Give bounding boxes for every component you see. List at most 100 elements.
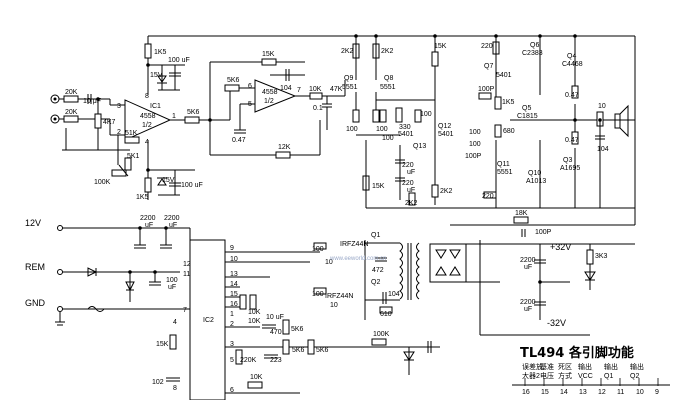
label-q7-part: 5401 (496, 72, 512, 79)
pinout-label: 误差放 (522, 362, 543, 371)
pinout-pin: 16 (522, 389, 530, 396)
ic1-triangle (124, 99, 172, 141)
pinout-label: 死区 (558, 363, 572, 371)
label-c2200-c: 2200 (520, 257, 536, 264)
label-100-c: 100 (382, 135, 394, 142)
label-q9-part: 5551 (342, 84, 358, 91)
label-5k6-b: 5K6 (292, 347, 305, 354)
label-c-top: 100 uF (168, 57, 190, 64)
label-100-h: 100 (312, 291, 324, 298)
label-2k2-a: 2K2 (341, 48, 354, 55)
label-q8-part: 5551 (380, 84, 396, 91)
label-c472: 472 (372, 267, 384, 274)
label-r-in1: 20K (65, 89, 78, 96)
label-c2200-b: 2200 (164, 215, 180, 222)
ic1-pin4: 4 (145, 139, 149, 146)
resistor-15k-top (431, 51, 439, 67)
label-c2200-a-unit: uF (145, 222, 153, 229)
label-1k5-top: 1K5 (154, 49, 167, 56)
ic1-top-parts: 1K5 100 uF 15V (144, 43, 190, 91)
label-3k3: 3K3 (595, 253, 608, 260)
label-2k2-c: 2K2 (405, 200, 418, 207)
pinout-label: 基准 (540, 362, 554, 371)
label-q10-part: A1013 (526, 178, 546, 185)
pinout-label: Q2 (630, 373, 639, 380)
resistor-100-a (352, 109, 360, 123)
transformer-primary (399, 242, 403, 300)
label-047-a: 0.47 (565, 92, 579, 99)
label-c102: 102 (152, 379, 164, 386)
label-q4-part: C4468 (562, 61, 583, 68)
label-minus32: -32V (547, 318, 566, 328)
ic-b-part: 4558 (262, 89, 278, 96)
resistor-1k5-top (144, 43, 152, 59)
ic-b-opamp: 15K 104 4558 1/2 6 5 7 5K6 0.47 12K 10K … (209, 51, 345, 159)
resistor-5k6-c (307, 339, 315, 355)
terminal-rem[interactable] (57, 269, 63, 275)
label-10-a: 10 (325, 259, 333, 266)
ic2-pin6: 6 (230, 387, 234, 394)
resistor-2k2-c (408, 192, 416, 206)
label-q8: Q8 (384, 75, 393, 82)
label-c047: 0.47 (232, 137, 246, 144)
label-z-top: 15V (150, 72, 163, 79)
label-fb-100p: 100P (535, 229, 552, 236)
resistor-51k (124, 136, 140, 144)
label-5k6-in: 5K6 (227, 77, 240, 84)
label-c104: 104 (280, 85, 292, 92)
rectifier-bridge (429, 243, 467, 283)
ic2-pwm: IC2 9 10 13 14 15 16 1 2 3 5 6 4 8 15K 1… (152, 239, 440, 400)
resistor-2k2-d (431, 184, 439, 198)
label-220k: 220K (240, 357, 257, 364)
label-610: 610 (380, 311, 392, 318)
label-100-f: 100 (469, 141, 481, 148)
label-q11-part: 5551 (497, 169, 513, 176)
pinout-pin: 14 (560, 389, 568, 396)
label-5k1: 5K1 (127, 153, 140, 160)
pinout-label: VCC (578, 373, 593, 380)
resistor-100-g (313, 242, 327, 250)
fuse-gnd (87, 306, 105, 312)
ic2-pin2: 2 (230, 321, 234, 328)
ic-b-half: 1/2 (264, 98, 274, 105)
label-pot: 100K (94, 179, 111, 186)
resistor-15k-pwm (169, 334, 177, 350)
label-5k6-a: 5K6 (291, 326, 304, 333)
ic2-pin14: 14 (230, 281, 238, 288)
ic1-feedback: 51K 5K1 100K 1K5 15V 100 uF 5K6 (94, 109, 203, 201)
resistor-bias (94, 113, 102, 129)
label-q7: Q7 (484, 63, 493, 70)
resistor-100-b (372, 109, 380, 123)
label-c10uf: 10 uF (266, 314, 284, 321)
label-100p: 100P (478, 86, 495, 93)
resistor-10k-a (239, 294, 247, 310)
pinout-label: Q1 (604, 373, 613, 380)
label-330: 330 (399, 124, 411, 131)
label-c223: 223 (270, 357, 282, 364)
resistor-in1 (63, 95, 79, 103)
label-2k2-d: 2K2 (440, 188, 453, 195)
label-q12-part: 5401 (438, 131, 454, 138)
watermark: www.eeworld.com.cn (329, 256, 386, 262)
resistor-3k3 (586, 249, 594, 265)
label-2k2-b: 2K2 (381, 48, 394, 55)
pinout-label: 方式 (558, 371, 572, 380)
label-100p-b: 100P (465, 153, 482, 160)
resistor-1k5-bot (144, 177, 152, 193)
ic2-pin11: 11 (183, 271, 190, 278)
resistor-047-a (571, 85, 579, 99)
pinout-label: 输出 (578, 362, 592, 371)
terminal-12v[interactable] (57, 225, 63, 231)
pinout-pin: 11 (617, 389, 624, 396)
terminal-gnd[interactable] (57, 306, 63, 312)
label-c220-b-unit: uF (407, 187, 415, 194)
resistor-15k-fb (261, 58, 277, 66)
label-c01: 0.1 (313, 105, 323, 112)
ic2-pin1: 1 (230, 311, 234, 318)
ic1-part: 4558 (140, 113, 156, 120)
diode-rem (87, 267, 98, 277)
ic2-pin13: 13 (230, 271, 238, 278)
label-q9: Q9 (344, 75, 353, 82)
resistor-100-c (379, 109, 387, 123)
